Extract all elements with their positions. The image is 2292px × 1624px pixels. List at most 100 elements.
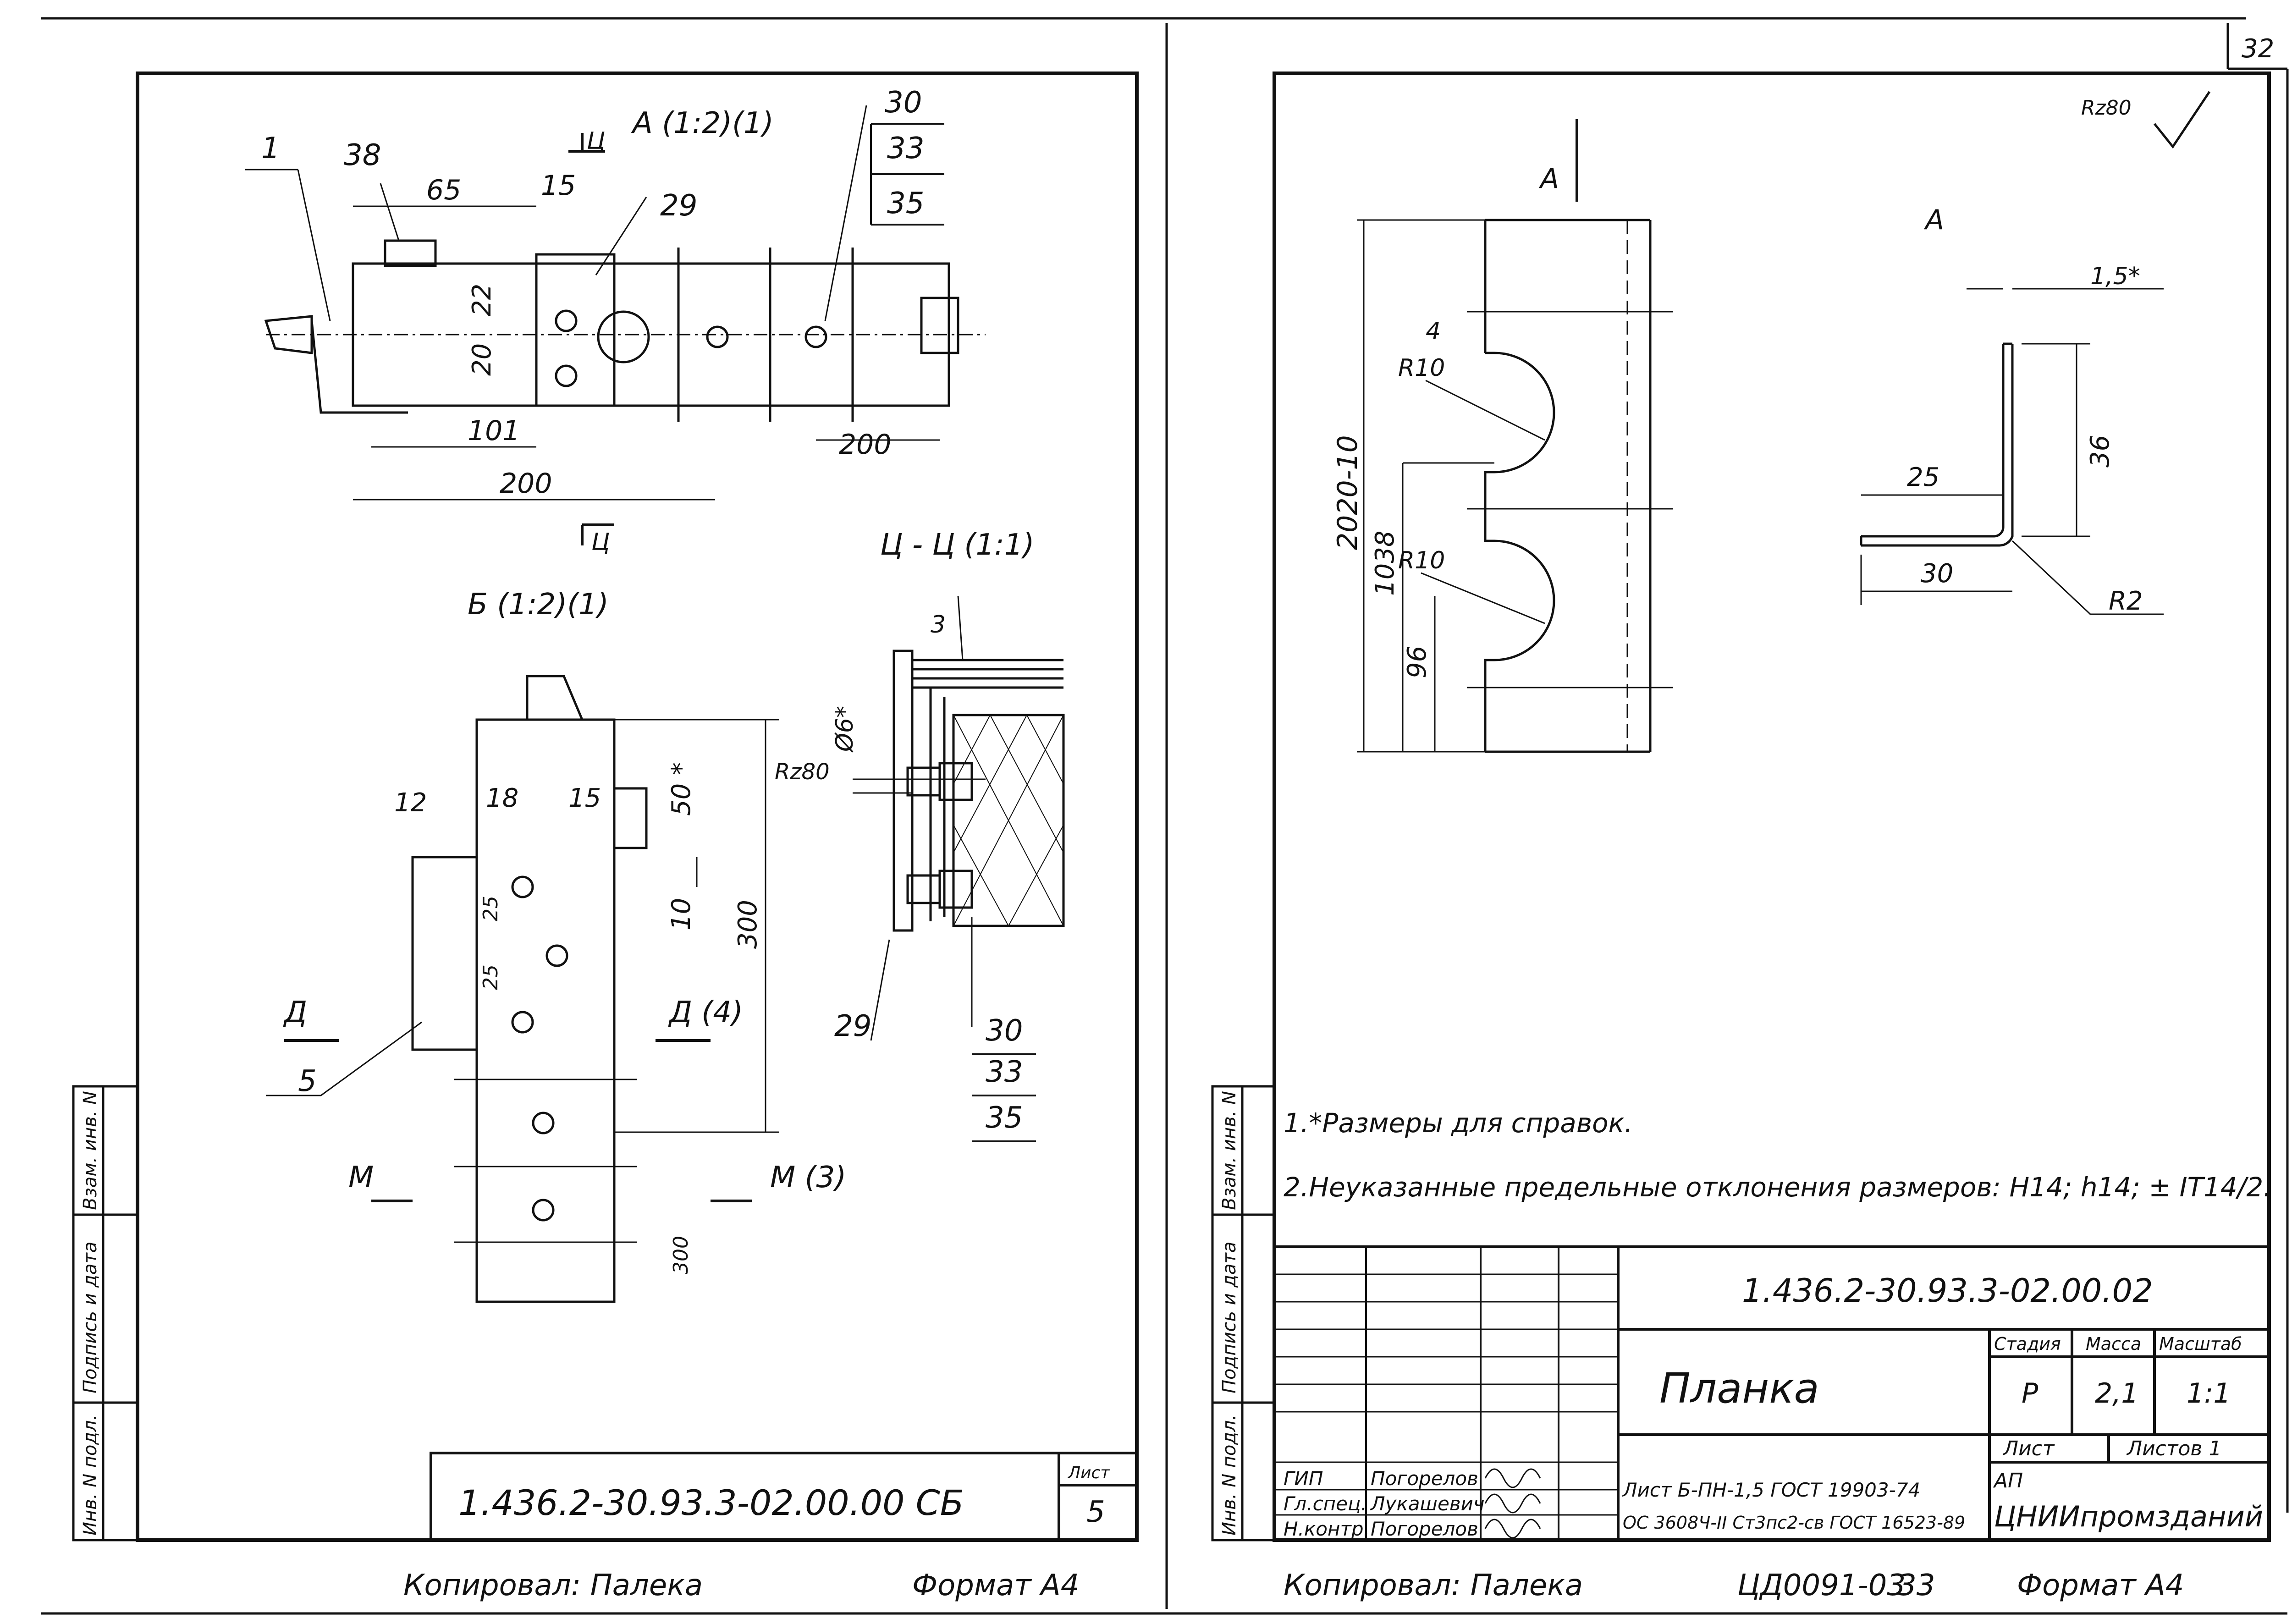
- section-view: [853, 595, 1065, 1041]
- page-number: 32: [2242, 34, 2274, 64]
- stamp-replace-label: Взам. инв. N: [80, 1091, 101, 1210]
- org-line-1: АП: [1993, 1469, 2023, 1492]
- callout-29-top: 29: [660, 189, 697, 223]
- right-title-block: [1273, 1245, 2270, 1541]
- dim-300-small: 300: [669, 1236, 693, 1274]
- left-sheet-number: 5: [1086, 1495, 1105, 1529]
- callout-29-bottom: 29: [834, 1009, 871, 1043]
- dim-r2: R2: [2109, 586, 2143, 616]
- view-m-left: М: [348, 1161, 374, 1195]
- callout-stack-top-box: [870, 123, 944, 226]
- right-footer-format: Формат А4: [2017, 1569, 2184, 1602]
- material-line-1: Лист Б-ПН-1,5 ГОСТ 19903-74: [1622, 1479, 1920, 1501]
- dim-18: 18: [486, 783, 518, 813]
- designation: 1.436.2-30.93.3-02.00.02: [1742, 1272, 2153, 1310]
- handwritten-signature-1: [1484, 1468, 1541, 1488]
- right-footer-code: ЦД0091-03: [1737, 1569, 1906, 1602]
- callout-38: 38: [344, 138, 381, 172]
- left-title-code: 1.436.2-30.93.3-02.00.00 СБ: [458, 1482, 964, 1523]
- callout-stack-top-33: 33: [887, 132, 924, 165]
- right-stamp-replace-label: Взам. инв. N: [1219, 1091, 1240, 1210]
- dim-1038: 1038: [1370, 530, 1400, 596]
- dim-300-main: 300: [733, 900, 763, 949]
- roughness-check-icon: [2154, 91, 2211, 149]
- left-footer-copied: Копировал: Палека: [403, 1569, 703, 1602]
- sheet-frame: [41, 17, 2289, 1615]
- dim-101: 101: [468, 415, 520, 447]
- section-title: Ц - Ц (1:1): [880, 528, 1034, 562]
- dim-65: 65: [426, 174, 461, 206]
- callout-5: 5: [298, 1064, 317, 1098]
- callout-1: 1: [261, 132, 280, 165]
- dim-50: 50 *: [667, 762, 696, 816]
- section-dim-diameter: Ø6*: [831, 706, 859, 753]
- dim-36: 36: [2085, 435, 2115, 468]
- callout-stack-top-35: 35: [887, 187, 924, 220]
- dim-4: 4: [1426, 318, 1441, 345]
- signature-role-2: Гл.спец.: [1284, 1492, 1367, 1515]
- dim-2020: 2020-10: [1332, 435, 1364, 550]
- dim-25-a: 25: [479, 896, 502, 921]
- left-sheet-label: Лист: [1067, 1464, 1110, 1482]
- view-m-right: М (3): [770, 1161, 846, 1195]
- roughness-mark: Rz80: [2081, 96, 2132, 120]
- signature-name-1: Погорелов: [1371, 1467, 1478, 1490]
- dim-20: 20: [467, 343, 497, 376]
- right-footer-number: 33: [1898, 1569, 1935, 1602]
- dim-200-right: 200: [839, 429, 892, 461]
- scale-value: 1:1: [2187, 1377, 2231, 1409]
- dim-30: 30: [1921, 559, 1953, 589]
- right-sheet: Инв. N подл. Подпись и дата Взам. инв. N…: [1211, 72, 2272, 1602]
- signature-role-3: Н.контр.: [1284, 1518, 1370, 1540]
- stamp-sign-label: Подпись и дата: [80, 1242, 101, 1393]
- top-assembly-view: [245, 105, 986, 545]
- dim-96: 96: [1402, 646, 1432, 678]
- view-a-arrow-label: А: [1538, 163, 1559, 195]
- plate-view: [1357, 119, 1673, 753]
- dim-12: 12: [394, 788, 427, 818]
- dim-1-5: 1,5*: [2090, 263, 2140, 290]
- callout-stack-bottom-30: 30: [986, 1014, 1023, 1048]
- dim-200-main: 200: [500, 468, 552, 500]
- dim-15-bottom: 15: [568, 783, 601, 813]
- right-footer-copied: Копировал: Палека: [1284, 1569, 1583, 1602]
- stage-header: Стадия: [1994, 1334, 2061, 1354]
- right-stamp-sign-label: Подпись и дата: [1219, 1242, 1240, 1393]
- stage-value: Р: [2022, 1377, 2039, 1409]
- left-frame: [136, 72, 1139, 1542]
- left-side-stamp: [72, 1085, 139, 1541]
- org-line-2: ЦНИИпромзданий: [1994, 1500, 2263, 1533]
- sheets-label: Листов 1: [2126, 1437, 2221, 1460]
- scale-header: Масштаб: [2159, 1334, 2242, 1354]
- handwritten-signature-3: [1484, 1519, 1541, 1539]
- signature-role-1: ГИП: [1284, 1467, 1323, 1490]
- callout-3: 3: [931, 611, 946, 639]
- material-line-2: ОС 3608Ч-II Ст3пс2-св ГОСТ 16523-89: [1623, 1513, 1965, 1533]
- section-roughness: Rz80: [775, 759, 830, 785]
- view-b: [266, 675, 779, 1303]
- dim-22: 22: [467, 284, 497, 316]
- signature-name-3: Погорелов: [1371, 1518, 1478, 1540]
- note-2: 2.Неуказанные предельные отклонения разм…: [1284, 1172, 2272, 1203]
- dim-r10-top: R10: [1398, 354, 1445, 382]
- mass-value: 2,1: [2095, 1377, 2138, 1409]
- view-d-right: Д (4): [668, 996, 743, 1029]
- left-sheet: Инв. N подл. Подпись и дата Взам. инв. N: [72, 72, 1139, 1602]
- dim-r10-bottom: R10: [1398, 547, 1445, 574]
- signature-name-2: Лукашевич: [1370, 1492, 1485, 1515]
- mass-header: Масса: [2086, 1334, 2141, 1354]
- right-frame: [1273, 72, 2271, 1542]
- left-footer-format: Формат А4: [912, 1569, 1080, 1602]
- section-mark-bottom: Ц: [591, 528, 610, 556]
- callout-stack-bottom-33: 33: [986, 1055, 1023, 1089]
- left-title-box: [430, 1452, 1138, 1541]
- section-mark-top: Ц: [587, 127, 605, 155]
- angle-profile-view: [1860, 288, 2164, 615]
- view-d-left: Д: [283, 996, 307, 1029]
- part-name: Планка: [1659, 1365, 1819, 1413]
- angle-view-label: А: [1923, 204, 1944, 236]
- right-stamp-inv-label: Инв. N подл.: [1219, 1415, 1240, 1536]
- dim-15-top: 15: [541, 170, 576, 202]
- dim-25: 25: [1907, 462, 1939, 492]
